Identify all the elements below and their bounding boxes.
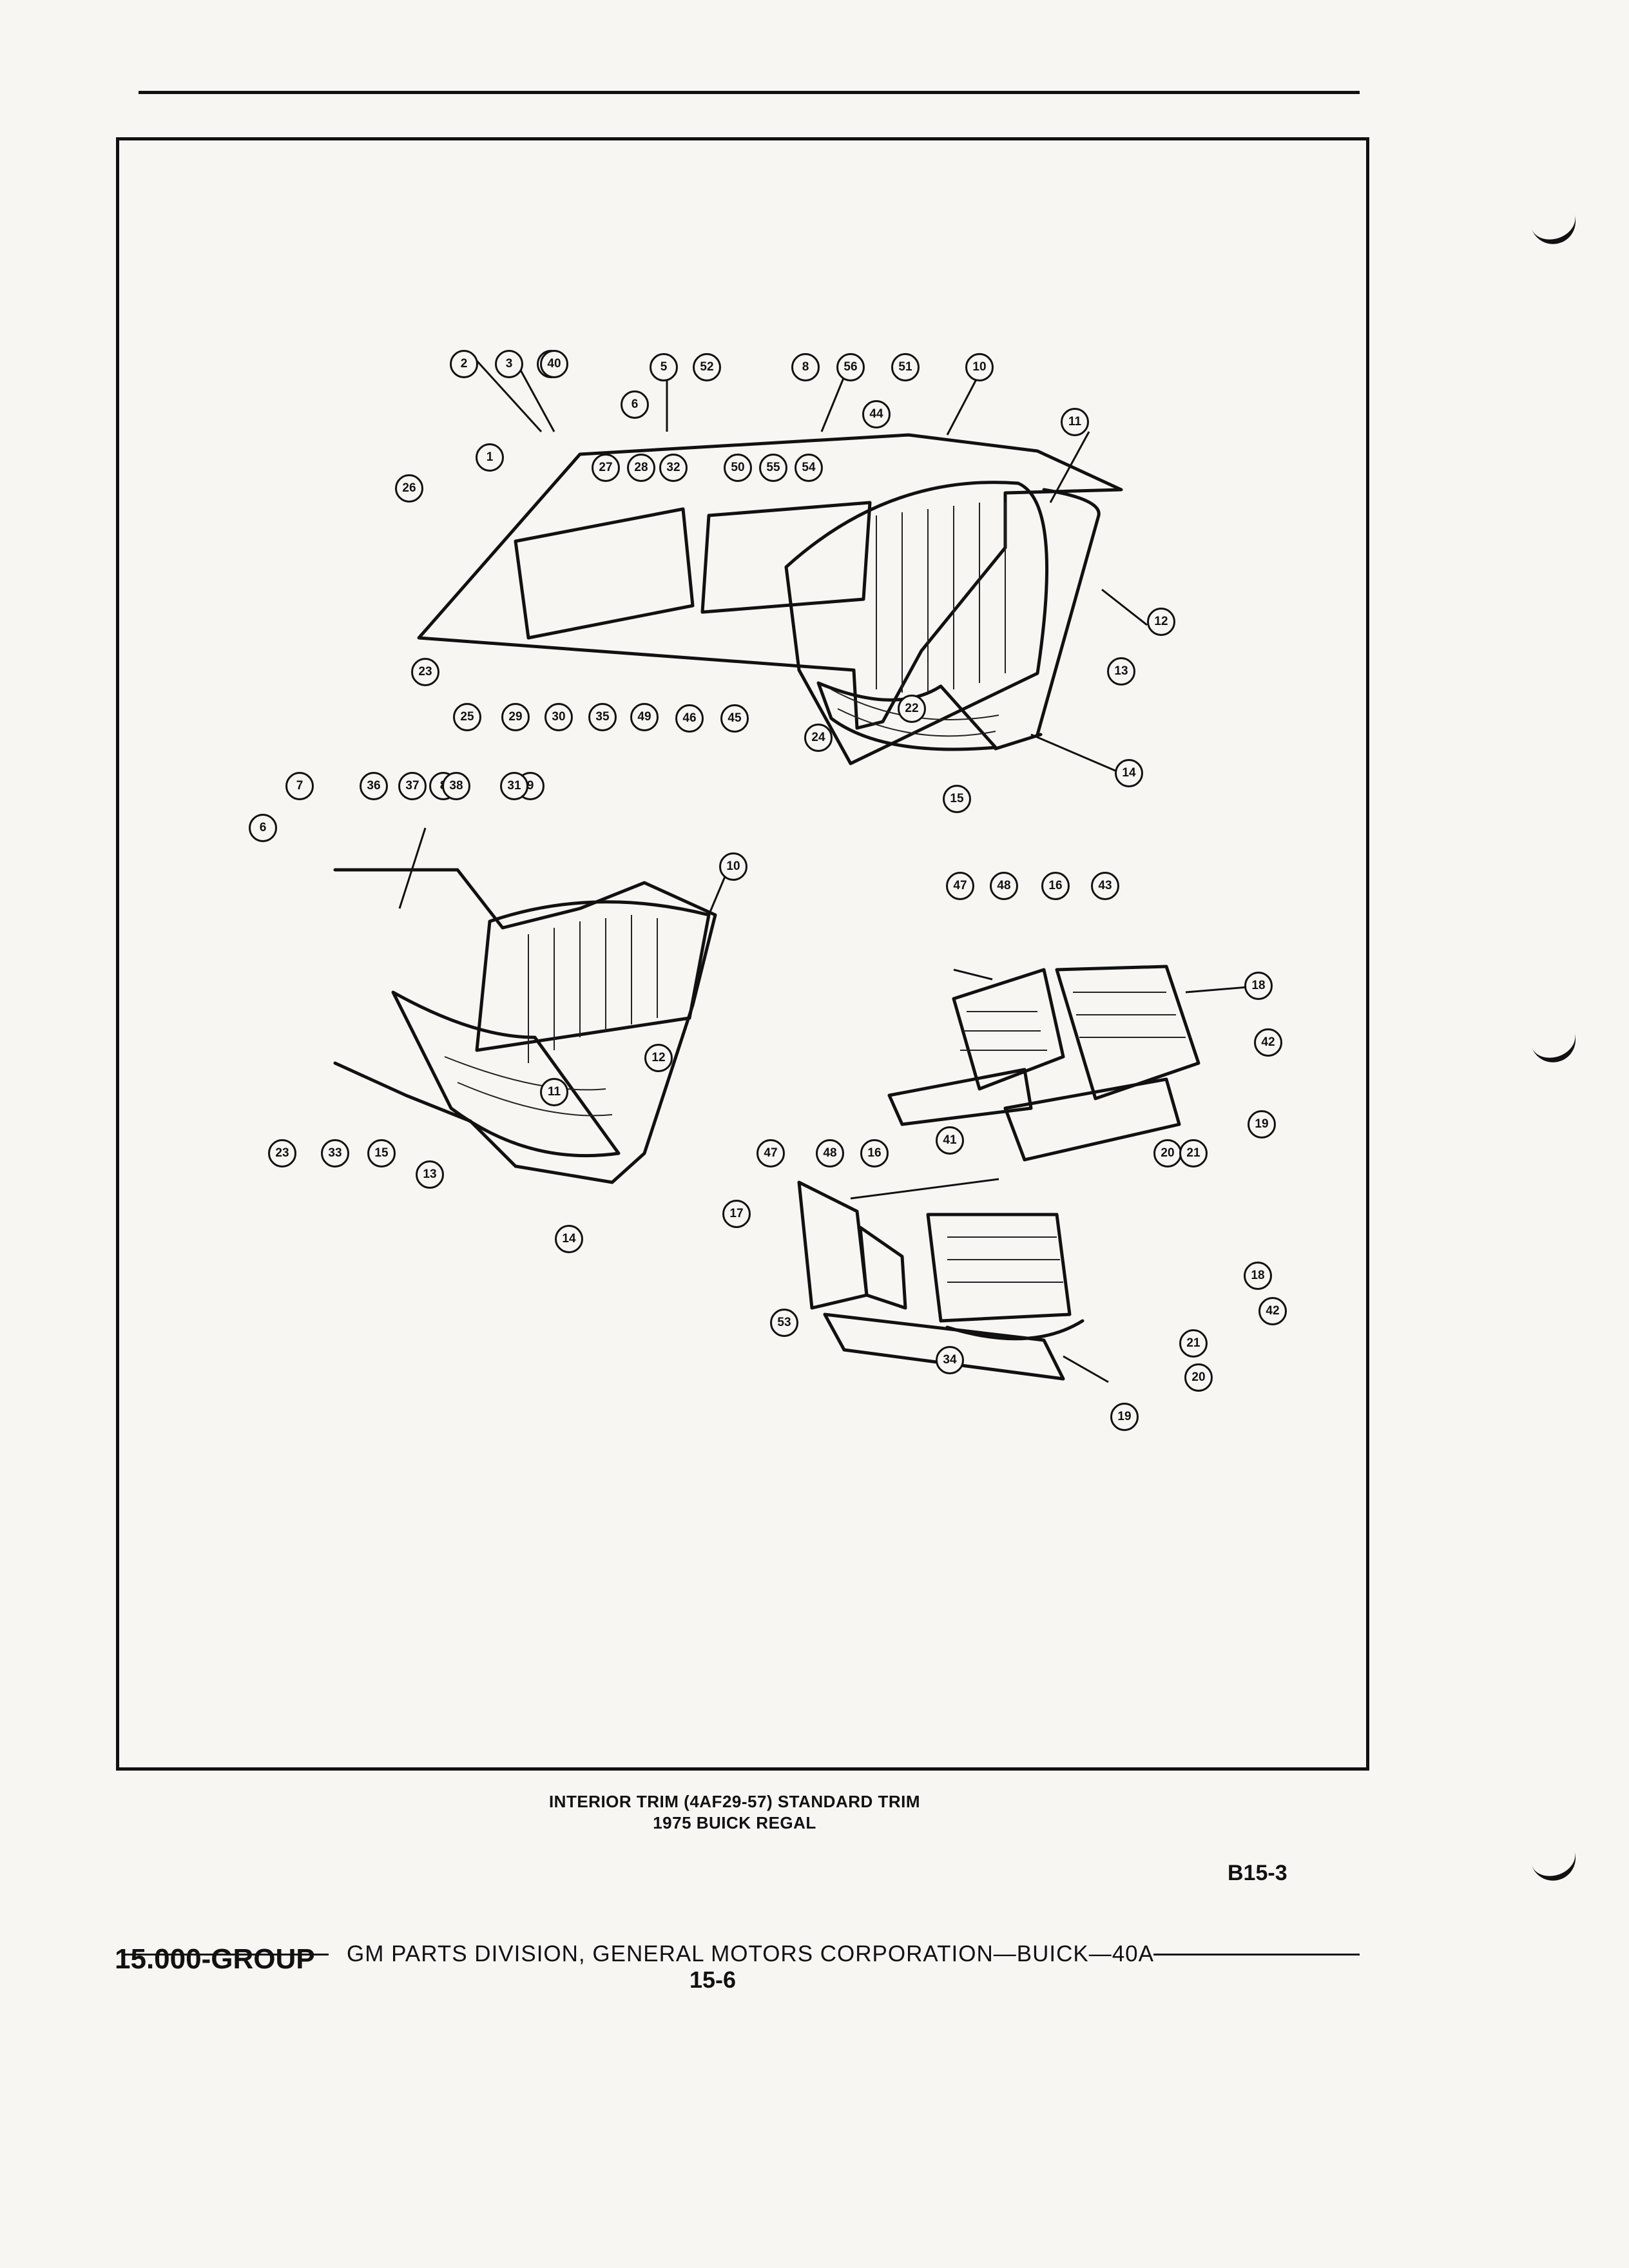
callout-number: 10 bbox=[719, 852, 747, 881]
callout-number: 11 bbox=[1061, 408, 1089, 436]
callout-number: 16 bbox=[860, 1139, 889, 1168]
callout-number: 53 bbox=[770, 1309, 798, 1337]
callout-number: 31 bbox=[500, 772, 528, 800]
callout-number: 15 bbox=[943, 785, 971, 813]
callout-number: 7 bbox=[285, 772, 314, 800]
page-number: 15-6 bbox=[689, 1966, 737, 1993]
figure-title: INTERIOR TRIM (4AF29-57) STANDARD TRIM bbox=[548, 1792, 921, 1811]
callout-number: 2 bbox=[450, 350, 478, 378]
callout-number: 14 bbox=[1115, 759, 1143, 787]
callout-number: 24 bbox=[804, 724, 833, 752]
callout-number: 50 bbox=[724, 454, 752, 482]
figure-subtitle: 1975 BUICK REGAL bbox=[653, 1813, 816, 1832]
margin-binding-mark bbox=[1530, 1849, 1582, 1887]
callout-number: 23 bbox=[268, 1139, 296, 1168]
callout-number: 42 bbox=[1254, 1028, 1282, 1057]
callout-number: 52 bbox=[693, 353, 721, 381]
callout-number: 12 bbox=[1147, 608, 1175, 636]
callout-number: 22 bbox=[898, 695, 926, 723]
callout-number: 12 bbox=[644, 1044, 673, 1072]
callout-number: 34 bbox=[936, 1346, 964, 1374]
callout-number: 1 bbox=[476, 443, 504, 472]
callout-number: 26 bbox=[395, 474, 423, 503]
callout-number: 11 bbox=[540, 1078, 568, 1106]
callout-number: 37 bbox=[398, 772, 427, 800]
callout-number: 20 bbox=[1184, 1363, 1213, 1392]
callout-number: 15 bbox=[367, 1139, 396, 1168]
callout-number: 36 bbox=[360, 772, 388, 800]
group-label: 15.000-GROUP bbox=[115, 1943, 315, 1975]
callout-number: 13 bbox=[1107, 657, 1135, 686]
callout-number: 38 bbox=[442, 772, 470, 800]
callout-number: 21 bbox=[1179, 1329, 1208, 1358]
callout-number: 8 bbox=[791, 353, 820, 381]
callout-number: 14 bbox=[555, 1225, 583, 1253]
callout-number: 45 bbox=[720, 704, 749, 733]
callout-number: 46 bbox=[675, 704, 704, 733]
page-code: B15-3 bbox=[1228, 1861, 1287, 1885]
callout-number: 48 bbox=[816, 1139, 844, 1168]
callout-number: 3 bbox=[495, 350, 523, 378]
callout-number: 29 bbox=[501, 703, 530, 731]
callout-number: 6 bbox=[249, 814, 277, 842]
footer-rule-right bbox=[1153, 1954, 1360, 1956]
callout-number: 21 bbox=[1179, 1139, 1208, 1168]
callout-number: 28 bbox=[627, 454, 655, 482]
callout-number: 40 bbox=[540, 350, 568, 378]
callout-number: 42 bbox=[1258, 1297, 1287, 1325]
callout-number: 6 bbox=[621, 390, 649, 419]
top-rule bbox=[139, 91, 1360, 94]
callout-number: 51 bbox=[891, 353, 920, 381]
division-line: GM PARTS DIVISION, GENERAL MOTORS CORPOR… bbox=[347, 1941, 1154, 1966]
diagram-frame bbox=[116, 137, 1369, 1771]
callout-number: 16 bbox=[1041, 872, 1070, 900]
callout-number: 48 bbox=[990, 872, 1018, 900]
margin-binding-mark bbox=[1530, 213, 1582, 250]
callout-number: 41 bbox=[936, 1126, 964, 1155]
callout-number: 33 bbox=[321, 1139, 349, 1168]
callout-number: 35 bbox=[588, 703, 617, 731]
callout-number: 47 bbox=[946, 872, 974, 900]
callout-number: 19 bbox=[1248, 1110, 1276, 1139]
footer-rule-left bbox=[122, 1954, 329, 1956]
callout-number: 47 bbox=[757, 1139, 785, 1168]
callout-number: 13 bbox=[416, 1160, 444, 1189]
callout-number: 55 bbox=[759, 454, 787, 482]
callout-number: 32 bbox=[659, 454, 688, 482]
callout-number: 5 bbox=[650, 353, 678, 381]
callout-number: 17 bbox=[722, 1200, 751, 1228]
callout-number: 30 bbox=[545, 703, 573, 731]
callout-number: 43 bbox=[1091, 872, 1119, 900]
callout-number: 25 bbox=[453, 703, 481, 731]
callout-number: 44 bbox=[862, 400, 891, 428]
callout-number: 20 bbox=[1153, 1139, 1182, 1168]
callout-number: 23 bbox=[411, 658, 439, 686]
callout-number: 18 bbox=[1244, 1262, 1272, 1290]
callout-number: 27 bbox=[592, 454, 620, 482]
callout-number: 10 bbox=[965, 353, 994, 381]
margin-binding-mark bbox=[1530, 1031, 1582, 1068]
callout-number: 56 bbox=[836, 353, 865, 381]
callout-number: 49 bbox=[630, 703, 659, 731]
callout-number: 18 bbox=[1244, 972, 1273, 1000]
callout-number: 19 bbox=[1110, 1403, 1139, 1431]
callout-number: 54 bbox=[795, 454, 823, 482]
